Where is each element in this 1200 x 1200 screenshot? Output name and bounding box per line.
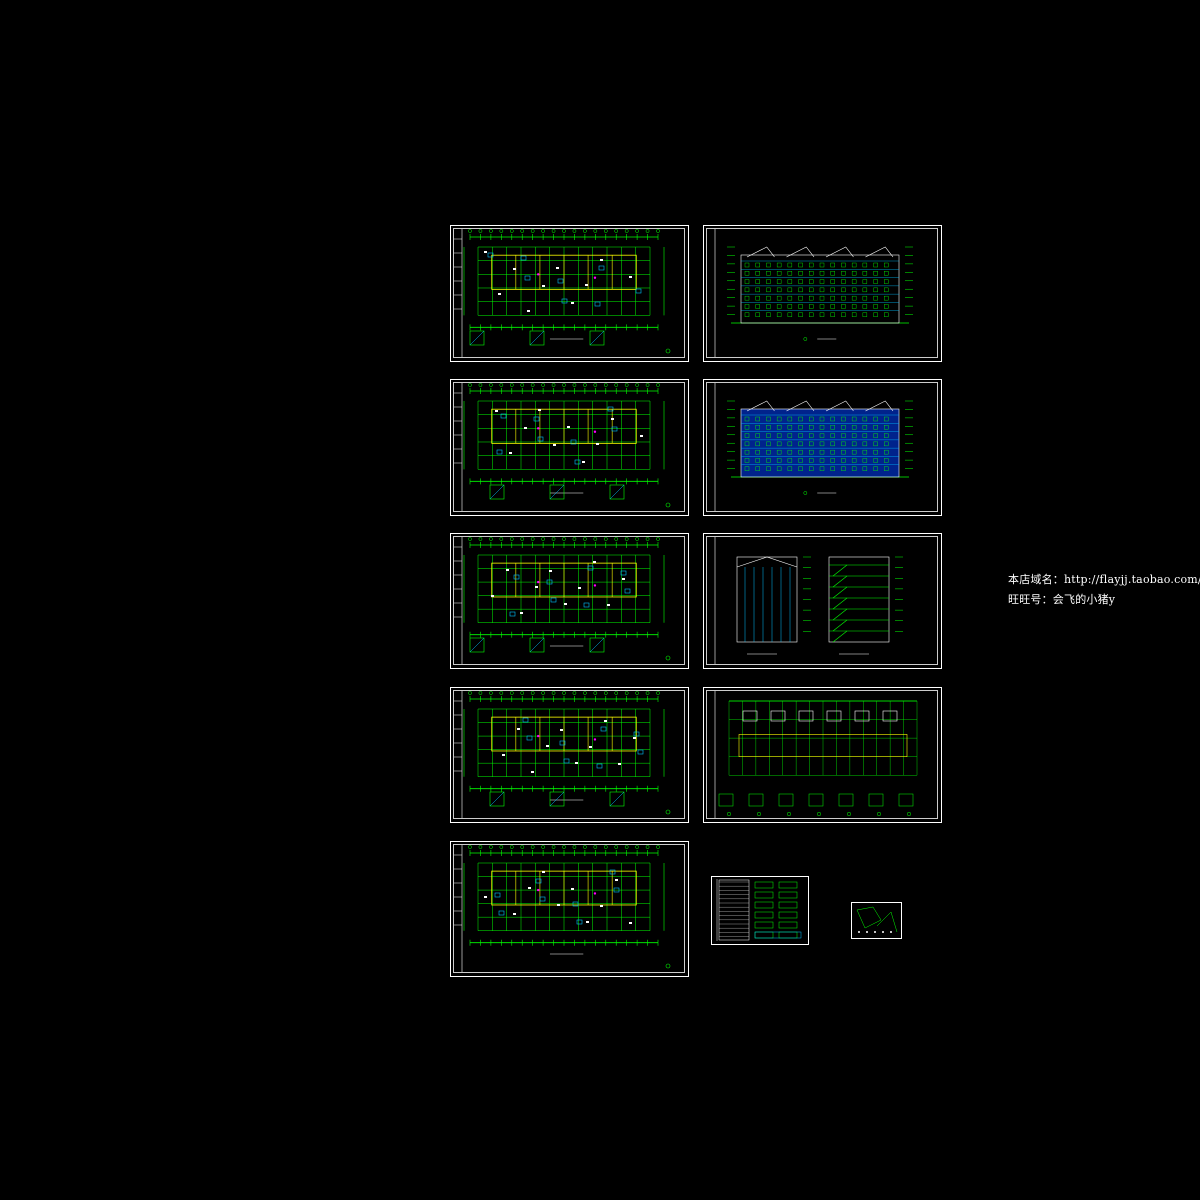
- sheet-plan-5: [450, 841, 689, 977]
- sheet-plan-2: [450, 379, 689, 516]
- sheet-legend-1: [711, 876, 809, 945]
- shop-domain-text: 本店域名：http://flayjj.taobao.com/: [1008, 573, 1200, 586]
- sheet-site-1: [851, 902, 902, 939]
- sheet-detail-1: [703, 687, 942, 823]
- sheet-section-1: [703, 533, 942, 669]
- sheet-plan-4: [450, 687, 689, 823]
- sheet-elev-2: [703, 379, 942, 516]
- sheet-plan-1: [450, 225, 689, 362]
- wangwang-text: 旺旺号：会飞的小猪y: [1008, 593, 1116, 606]
- sheet-plan-3: [450, 533, 689, 669]
- sheet-elev-1: [703, 225, 942, 362]
